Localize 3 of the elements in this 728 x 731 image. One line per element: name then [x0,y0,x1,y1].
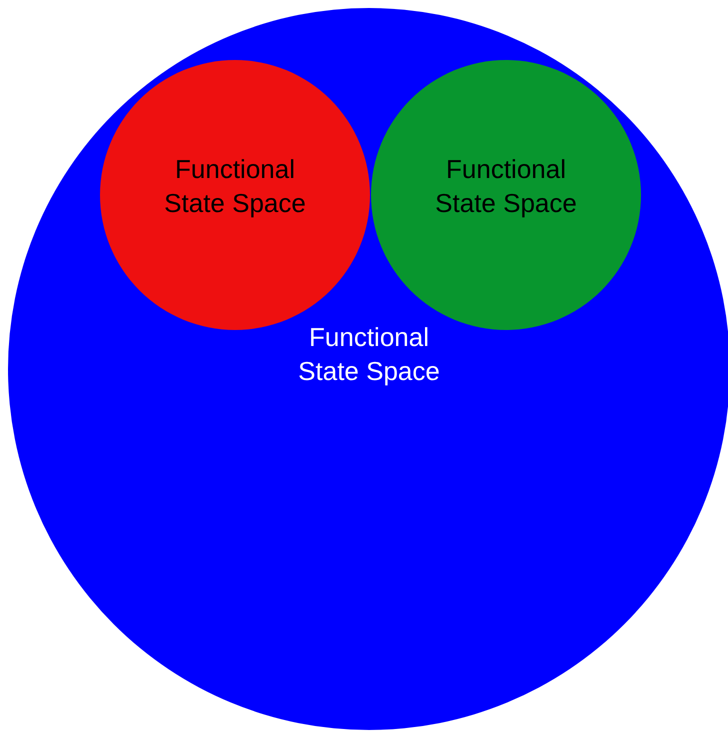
region-label: Functional State Space [434,153,578,220]
region-label: Functional State Space [163,153,307,220]
region-label: Functional State Space [297,321,441,388]
